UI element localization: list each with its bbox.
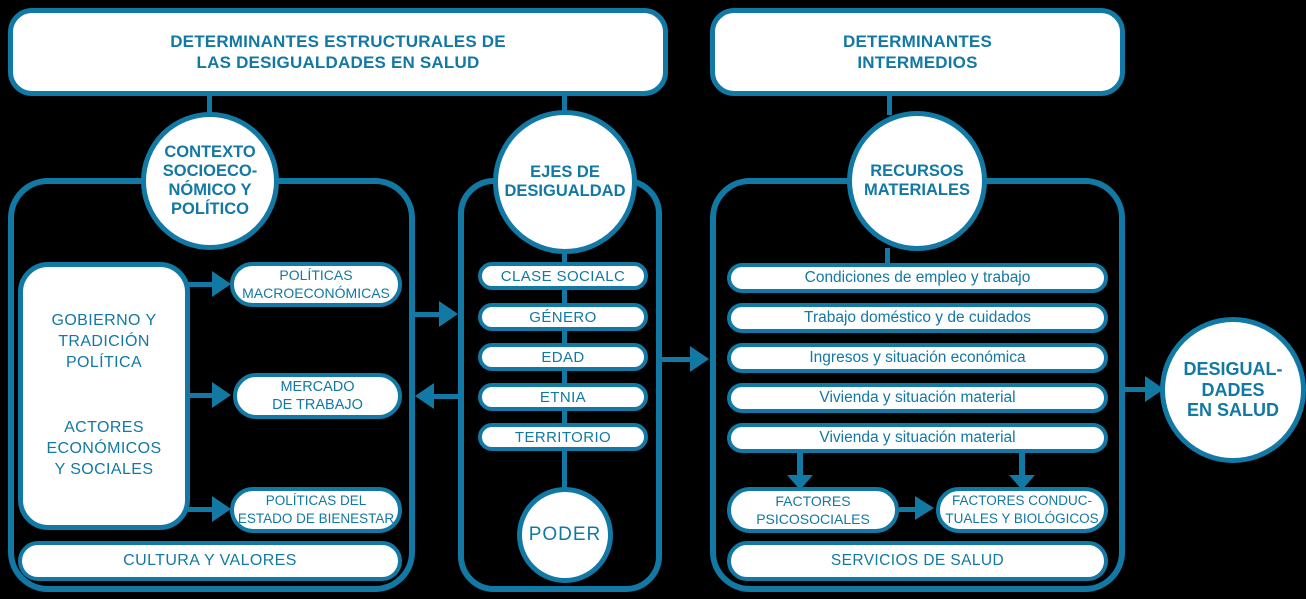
psychosocial-factors-box: FACTORES PSICOSOCIALES — [727, 487, 899, 533]
connector-axes-4-5 — [562, 409, 567, 425]
axis-social-class-label: CLASE SOCIALC — [500, 267, 626, 285]
axis-box-social-class: CLASE SOCIALC — [478, 262, 648, 290]
structural-determinants-header: DETERMINANTES ESTRUCTURALES DE LAS DESIG… — [8, 8, 668, 96]
material-box-income: Ingresos y situación económica — [727, 343, 1108, 373]
connector-header-to-context — [207, 94, 212, 116]
structural-determinants-label: DETERMINANTES ESTRUCTURALES DE LAS DESIG… — [170, 31, 506, 72]
connector-territorio-to-poder — [562, 449, 567, 489]
axis-box-ethnicity: ETNIA — [478, 383, 648, 411]
material-housing-1-label: Vivienda y situación material — [819, 389, 1016, 406]
material-box-domestic-work: Trabajo doméstico y de cuidados — [727, 303, 1108, 333]
resources-circle: RECURSOS MATERIALES — [847, 111, 987, 251]
material-box-housing-1: Vivienda y situación material — [727, 383, 1108, 413]
material-income-label: Ingresos y situación económica — [809, 349, 1026, 366]
policy-welfare-state-label: POLÍTICAS DEL ESTADO DE BIENESTAR — [237, 493, 395, 526]
intermediate-determinants-label: DETERMINANTES INTERMEDIOS — [843, 31, 992, 72]
axis-territory-label: TERRITORIO — [514, 428, 612, 446]
psychosocial-factors-label: FACTORES PSICOSOCIALES — [756, 492, 870, 527]
connector-axes-3-4 — [562, 369, 567, 385]
material-domestic-work-label: Trabajo doméstico y de cuidados — [804, 309, 1031, 326]
connector-axes-2-3 — [562, 329, 567, 345]
axis-ethnicity-label: ETNIA — [539, 388, 587, 406]
governance-bottom-label: ACTORES ECONÓMICOS Y SOCIALES — [46, 419, 162, 478]
connector-header-to-resources — [887, 94, 892, 115]
behavioural-factors-box: FACTORES CONDUC- TUALES Y BIOLÓGICOS — [936, 487, 1108, 533]
governance-top-label: GOBIERNO Y TRADICIÓN POLÍTICA — [51, 312, 157, 371]
governance-box: GOBIERNO Y TRADICIÓN POLÍTICA ACTORES EC… — [18, 262, 190, 530]
connector-header-to-axes — [562, 94, 567, 114]
policy-box-macroeconomics: POLÍTICAS MACROECONÓMICAS — [230, 262, 402, 307]
health-services-label: SERVICIOS DE SALUD — [830, 552, 1005, 569]
material-housing-2-label: Vivienda y situación material — [819, 429, 1016, 446]
power-circle: PODER — [517, 487, 613, 583]
axis-age-label: EDAD — [541, 348, 585, 366]
material-box-employment: Condiciones de empleo y trabajo — [727, 263, 1108, 293]
connector-axes-1-2 — [562, 288, 567, 305]
context-circle-label: CONTEXTO SOCIOECO- NÓMICO Y POLÍTICO — [162, 143, 258, 218]
material-employment-label: Condiciones de empleo y trabajo — [804, 269, 1031, 286]
connector-resources-to-list — [885, 248, 890, 265]
culture-values-box: CULTURA Y VALORES — [18, 541, 402, 581]
policy-box-welfare-state: POLÍTICAS DEL ESTADO DE BIENESTAR — [230, 487, 402, 533]
policy-labour-market-label: MERCADO DE TRABAJO — [272, 378, 363, 413]
health-services-box: SERVICIOS DE SALUD — [727, 541, 1108, 581]
axes-circle: EJES DE DESIGUALDAD — [493, 110, 637, 254]
context-circle: CONTEXTO SOCIOECO- NÓMICO Y POLÍTICO — [141, 112, 279, 250]
power-circle-label: PODER — [528, 524, 602, 545]
intermediate-determinants-header: DETERMINANTES INTERMEDIOS — [710, 8, 1125, 96]
behavioural-factors-label: FACTORES CONDUC- TUALES Y BIOLÓGICOS — [945, 493, 1099, 526]
inequalities-circle: DESIGUAL- DADES EN SALUD — [1160, 317, 1306, 463]
policy-box-labour-market: MERCADO DE TRABAJO — [233, 373, 402, 419]
inequalities-circle-label: DESIGUAL- DADES EN SALUD — [1183, 358, 1283, 421]
policy-macroeconomics-label: POLÍTICAS MACROECONÓMICAS — [242, 267, 390, 301]
culture-values-label: CULTURA Y VALORES — [123, 552, 297, 569]
connector-axes-circle-to-list — [562, 248, 567, 264]
axis-box-age: EDAD — [478, 343, 648, 371]
axes-circle-label: EJES DE DESIGUALDAD — [504, 163, 626, 200]
axis-box-gender: GÉNERO — [478, 303, 648, 331]
resources-circle-label: RECURSOS MATERIALES — [863, 162, 971, 199]
material-box-housing-2: Vivienda y situación material — [727, 423, 1108, 453]
axis-box-territory: TERRITORIO — [478, 423, 648, 451]
axis-gender-label: GÉNERO — [529, 308, 597, 326]
